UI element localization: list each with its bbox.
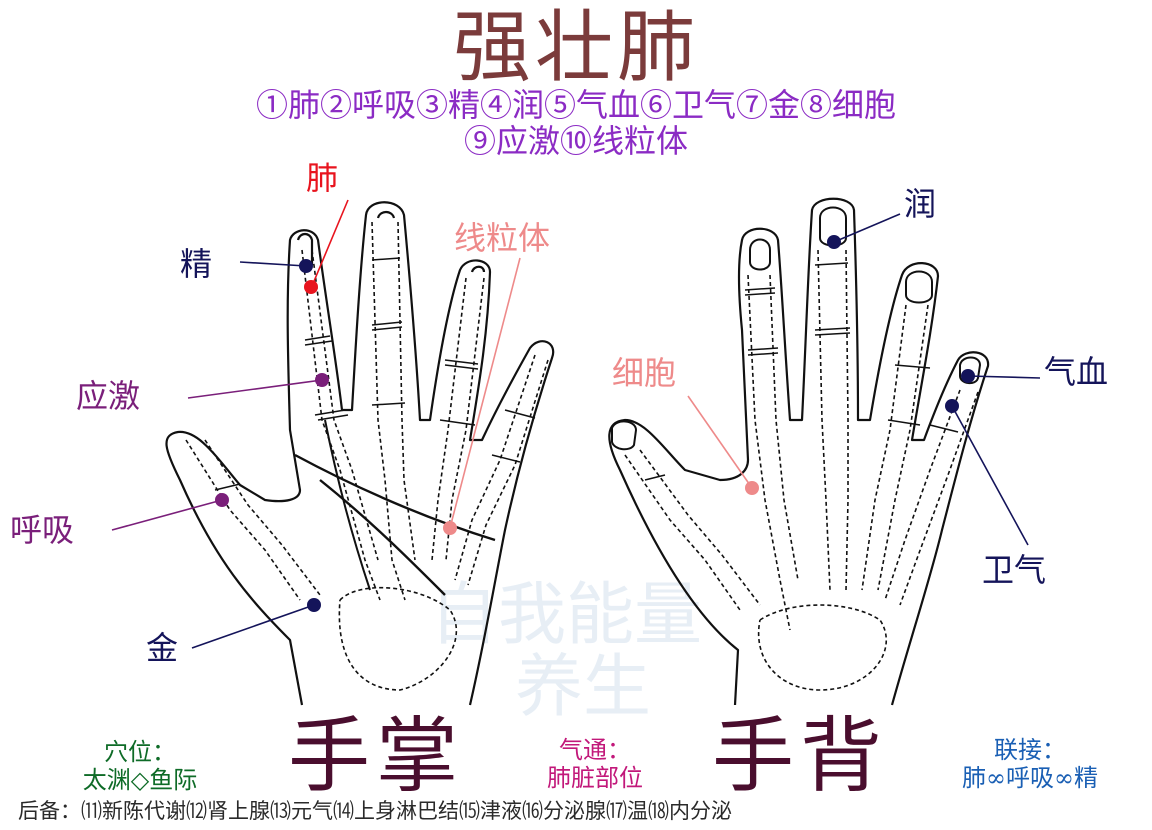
point-fei <box>304 280 318 294</box>
point-jin <box>307 598 321 612</box>
point-qixue <box>961 369 975 383</box>
lianjie-value: 肺∞呼吸∞精 <box>962 764 1098 792</box>
point-xibao <box>745 481 759 495</box>
palm-hand-outline <box>165 201 555 706</box>
leader-xibao <box>687 395 753 489</box>
leader-qixue <box>967 375 1041 379</box>
leader-weiqi <box>951 405 1029 546</box>
label-qixue: 气血 <box>1044 353 1109 391</box>
label-jing: 精 <box>180 245 213 283</box>
leader-fei <box>311 199 349 287</box>
leader-yingji <box>187 379 323 399</box>
label-run: 润 <box>904 185 937 223</box>
qitong-block: 气通： 肺脏部位 <box>510 736 680 792</box>
point-weiqi <box>945 399 959 413</box>
label-huxi: 呼吸 <box>10 511 75 549</box>
point-run <box>827 235 841 249</box>
backup-list: 后备：⑾新陈代谢⑿肾上腺⒀元气⒁上身淋巴结⒂津液⒃分泌腺⒄温⒅内分泌 <box>18 799 732 823</box>
label-weiqi: 卫气 <box>982 551 1047 589</box>
label-xianliti: 线粒体 <box>454 219 551 257</box>
label-xibao: 细胞 <box>612 354 677 392</box>
label-fei: 肺 <box>306 159 339 197</box>
point-xianliti <box>443 521 457 535</box>
watermark-line-2: 养生 <box>515 648 652 727</box>
point-jing <box>299 259 313 273</box>
lianjie-heading: 联接： <box>994 736 1066 764</box>
leader-jing <box>239 261 307 267</box>
leader-run <box>833 213 901 243</box>
page-title: 强壮肺 <box>452 3 699 93</box>
leader-huxi <box>111 499 223 531</box>
acupoint-heading: 穴位： <box>104 738 176 766</box>
acupoint-block: 穴位： 太渊◇鱼际 <box>40 738 240 794</box>
palm-title: 手掌 <box>288 709 465 804</box>
point-huxi <box>215 493 229 507</box>
qitong-heading: 气通： <box>559 736 631 764</box>
leader-xianliti <box>449 257 521 529</box>
back-title: 手背 <box>712 709 889 804</box>
back-hand-outline <box>608 197 990 706</box>
subtitle-line-1: ①肺②呼吸③精④润⑤气血⑥卫气⑦金⑧细胞 <box>255 86 896 124</box>
subtitle-line-2: ⑨应激⑩线粒体 <box>463 122 688 160</box>
acupoint-value: 太渊◇鱼际 <box>82 766 198 794</box>
label-yingji: 应激 <box>76 377 141 415</box>
label-jin: 金 <box>146 629 179 667</box>
watermark-line-1: 自我能量 <box>430 576 703 655</box>
point-yingji <box>315 373 329 387</box>
lianjie-block: 联接： 肺∞呼吸∞精 <box>912 736 1148 792</box>
qitong-value: 肺脏部位 <box>547 764 643 792</box>
leader-jin <box>191 604 315 649</box>
